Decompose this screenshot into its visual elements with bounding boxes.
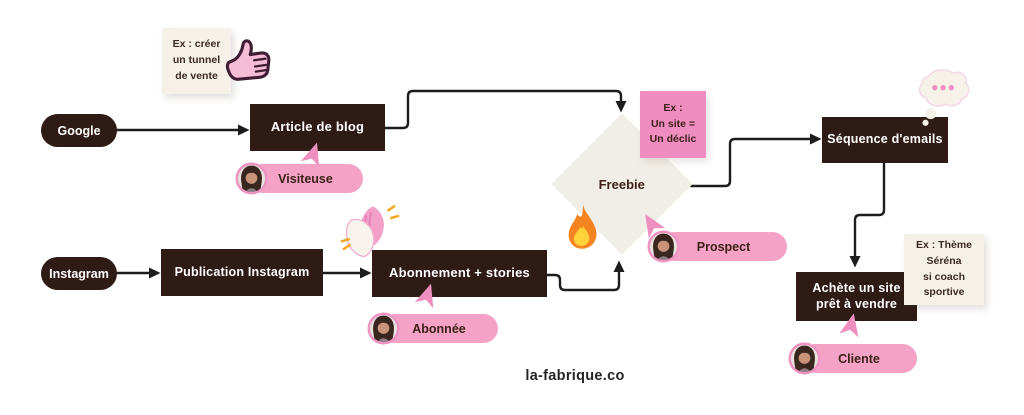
- arrow-sequence-to-achete: [853, 161, 886, 258]
- arrowhead-google-to-blog: [238, 124, 250, 136]
- sticky-tunnel-line-2: un tunnel: [172, 54, 221, 67]
- node-article-de-blog[interactable]: Article de blog: [250, 104, 385, 151]
- arrowhead-freebie-to-sequence: [810, 133, 822, 145]
- sticky-serena-line-3: si coach: [922, 270, 966, 283]
- sticky-note-serena[interactable]: Ex : Thème Séréna si coach sportive: [904, 234, 984, 305]
- arrowhead-publication-to-abonnement: [360, 267, 372, 279]
- sticky-tunnel-line-3: de vente: [175, 69, 218, 82]
- achete-line-1: Achète un site: [812, 280, 901, 295]
- visiteuse-label: Visiteuse: [278, 171, 333, 186]
- node-google[interactable]: Google: [41, 114, 117, 147]
- achete-line-2: prêt à vendre: [815, 296, 898, 311]
- persona-pill-visiteuse[interactable]: Visiteuse: [248, 164, 363, 193]
- fire-icon: [568, 204, 597, 249]
- persona-pill-prospect[interactable]: Prospect: [660, 232, 787, 261]
- sticky-declic-line-2: Un site =: [650, 117, 696, 130]
- node-abonnement-stories[interactable]: Abonnement + stories: [372, 250, 547, 297]
- node-achete-site[interactable]: Achète un site prêt à vendre: [796, 272, 917, 321]
- cliente-label: Cliente: [838, 351, 880, 366]
- sticky-serena-line-2: Séréna: [926, 254, 962, 267]
- sticky-declic-line-1: Ex :: [663, 101, 683, 114]
- clapping-hands-icon: [340, 205, 400, 258]
- arrow-abonnement-to-freebie: [545, 269, 621, 292]
- sticky-declic-line-3: Un déclic: [649, 133, 697, 146]
- sticky-note-declic[interactable]: Ex : Un site = Un déclic: [640, 91, 706, 158]
- node-publication-instagram[interactable]: Publication Instagram: [161, 249, 323, 296]
- arrowhead-blog-to-freebie: [615, 101, 627, 113]
- cliente-avatar-icon: [788, 342, 821, 375]
- sticky-note-tunnel[interactable]: Ex : créer un tunnel de vente: [162, 28, 231, 94]
- sticky-serena-line-1: Ex : Thème: [915, 239, 973, 251]
- thought-bubble-icon: [918, 69, 970, 126]
- arrowhead-instagram-to-publication: [149, 267, 161, 279]
- prospect-label: Prospect: [696, 239, 751, 254]
- node-instagram[interactable]: Instagram: [41, 257, 117, 290]
- arrow-freebie-to-sequence: [689, 137, 812, 188]
- visiteuse-avatar-icon: [235, 162, 268, 195]
- abonnee-label: Abonnée: [412, 321, 466, 336]
- arrowhead-abonnement-to-freebie: [613, 260, 625, 272]
- persona-pill-cliente[interactable]: Cliente: [801, 344, 917, 373]
- persona-pill-abonnee[interactable]: Abonnée: [380, 314, 498, 343]
- sticky-tunnel-line-1: Ex : créer: [172, 38, 221, 51]
- arrowhead-sequence-to-achete: [849, 256, 861, 268]
- freebie-label: Freebie: [598, 176, 646, 192]
- sticky-serena-line-4: sportive: [923, 286, 965, 299]
- thumbs-up-icon: [225, 39, 271, 81]
- arrow-blog-to-freebie: [383, 89, 623, 130]
- abonnee-avatar-icon: [367, 312, 400, 345]
- brand-watermark: la-fabrique.co: [525, 368, 625, 384]
